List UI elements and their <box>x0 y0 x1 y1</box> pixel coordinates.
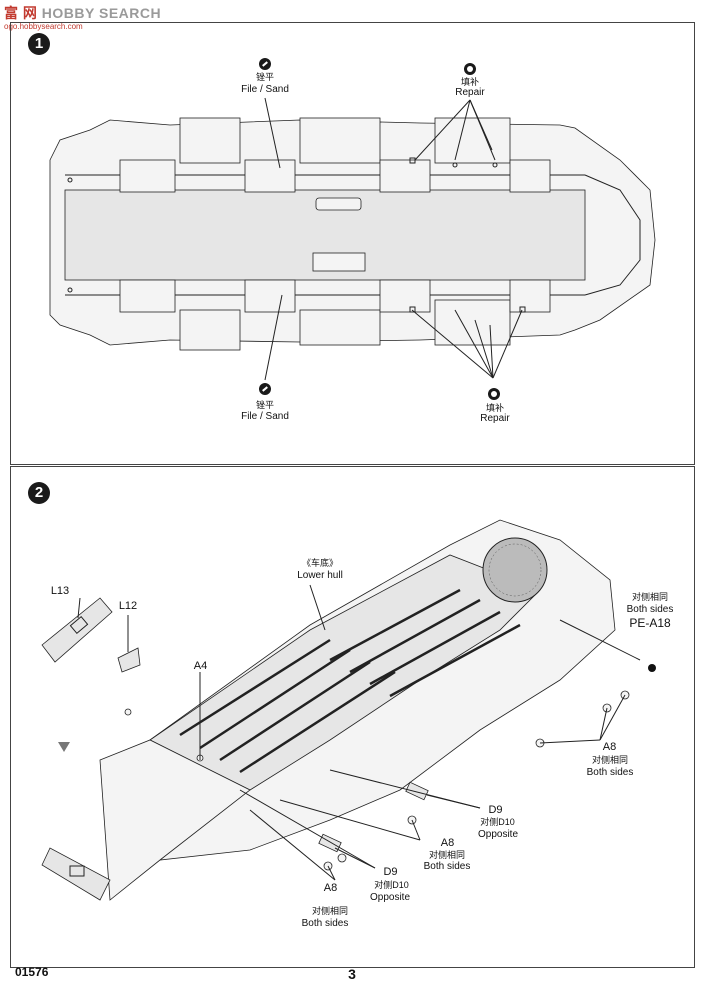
step2-panel <box>10 466 695 968</box>
a8-right-cn: 对侧相同 <box>591 755 628 765</box>
d9-mid-cn: 对侧D10 <box>480 817 515 827</box>
d9-low-en: Opposite <box>369 892 411 903</box>
part-a4-label: A4 <box>193 660 208 672</box>
part-l13-label: L13 <box>50 585 70 597</box>
a8-mid-cn: 对侧相同 <box>428 850 465 860</box>
step2-number: 2 <box>28 482 50 504</box>
d9-low-cn: 对侧D10 <box>374 880 409 890</box>
a8-low-en: Both sides <box>301 918 349 929</box>
file-sand-icon <box>259 383 271 395</box>
kit-number: 01576 <box>15 965 49 979</box>
pe-both-sides-en: Both sides <box>626 604 674 615</box>
logo-en: HOBBY SEARCH <box>41 5 162 21</box>
repair-top-en: Repair <box>455 87 485 98</box>
part-pe-a18-label: PE-A18 <box>629 616 671 630</box>
repair-icon <box>464 63 476 75</box>
file-sand-icon <box>259 58 271 70</box>
lower-hull-en: Lower hull <box>297 570 343 581</box>
file-bottom-cn: 锉平 <box>255 400 274 410</box>
step1-number: 1 <box>28 33 50 55</box>
a8-low-cn: 对侧相同 <box>311 906 348 916</box>
repair-bottom-cn: 填补 <box>485 403 504 413</box>
repair-top-cn: 填补 <box>460 77 479 87</box>
part-a8-right-label: A8 <box>602 741 617 753</box>
part-d9-mid-label: D9 <box>488 804 503 816</box>
pe-both-sides-cn: 对侧相同 <box>631 592 668 602</box>
lower-hull-cn: 《车底》 <box>301 558 338 568</box>
part-a8-mid-label: A8 <box>440 837 455 849</box>
d9-mid-en: Opposite <box>477 829 519 840</box>
a8-mid-en: Both sides <box>423 861 471 872</box>
part-a8-low-label: A8 <box>323 882 338 894</box>
repair-bottom-en: Repair <box>480 413 510 424</box>
file-bottom-en: File / Sand <box>241 411 289 422</box>
part-l12-label: L12 <box>118 600 138 612</box>
part-d9-low-label: D9 <box>383 866 398 878</box>
hobby-search-logo: 富 网 HOBBY SEARCH <box>4 3 161 23</box>
repair-icon <box>488 388 500 400</box>
file-top-cn: 锉平 <box>255 72 274 82</box>
logo-url: ogo.hobbysearch.com <box>4 22 83 31</box>
file-top-en: File / Sand <box>241 84 289 95</box>
step1-panel <box>10 22 695 465</box>
logo-cn: 富 网 <box>4 5 38 21</box>
a8-right-en: Both sides <box>586 767 634 778</box>
page-number: 3 <box>348 966 356 982</box>
